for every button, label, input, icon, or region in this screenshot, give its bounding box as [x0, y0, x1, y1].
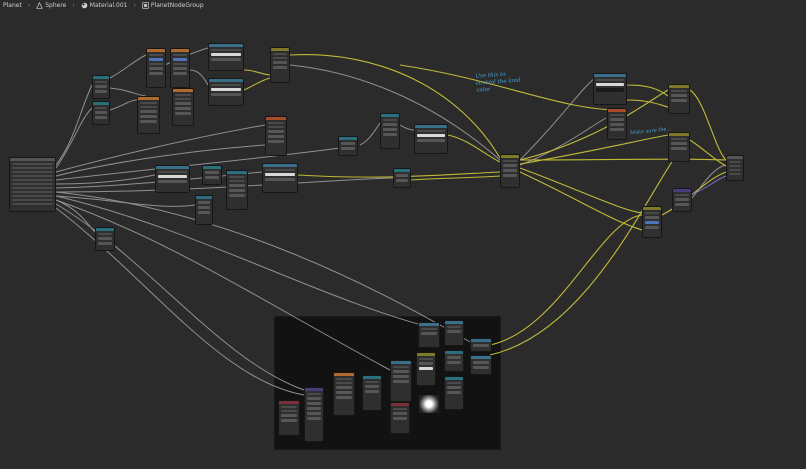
chevron-right-icon: ›	[27, 1, 31, 9]
color-ramp-node[interactable]	[593, 73, 627, 105]
texture-node[interactable]	[170, 48, 190, 88]
mix-node[interactable]	[470, 355, 492, 375]
texture-node[interactable]	[265, 116, 287, 156]
breadcrumb: Planet › Sphere › Material.001 › PlanetN…	[0, 0, 204, 10]
mix-node[interactable]	[270, 47, 290, 83]
math-node[interactable]	[92, 101, 110, 125]
texture-node[interactable]	[146, 48, 166, 88]
vector-node[interactable]	[304, 387, 324, 442]
vector-node[interactable]	[672, 188, 692, 212]
nodegroup-icon	[142, 1, 149, 9]
chevron-right-icon: ›	[133, 1, 136, 9]
color-ramp-node[interactable]	[414, 124, 448, 154]
mix-node[interactable]	[642, 206, 662, 238]
mix-node[interactable]	[500, 154, 520, 188]
texture-node[interactable]	[333, 372, 355, 416]
color-ramp-node[interactable]	[208, 78, 244, 106]
texture-node[interactable]	[607, 108, 627, 140]
chevron-right-icon: ›	[72, 1, 75, 9]
mix-node[interactable]	[668, 84, 690, 114]
math-node[interactable]	[92, 75, 110, 99]
color-ramp-node[interactable]	[418, 322, 440, 348]
breadcrumb-label: Material.001	[89, 1, 128, 9]
breadcrumb-label: Planet	[3, 1, 22, 9]
texture-preview-image	[419, 395, 439, 413]
texture-node[interactable]	[226, 170, 248, 210]
mix-node[interactable]	[470, 338, 492, 352]
breadcrumb-label: PlanetNodeGroup	[150, 1, 204, 9]
annotation-note: Use this to control the land color	[475, 71, 521, 94]
math-node[interactable]	[444, 350, 464, 372]
math-node[interactable]	[338, 136, 358, 156]
breadcrumb-item-material[interactable]: Material.001	[81, 2, 128, 9]
mesh-icon	[36, 1, 44, 9]
breadcrumb-label: Sphere	[45, 1, 67, 9]
math-node[interactable]	[95, 227, 115, 251]
breadcrumb-item-mesh[interactable]: Sphere	[36, 1, 67, 9]
texture-node[interactable]	[137, 96, 160, 134]
color-ramp-node[interactable]	[155, 165, 190, 193]
group-output-node[interactable]	[726, 155, 744, 181]
material-icon	[81, 2, 88, 8]
group-input-node[interactable]	[9, 157, 56, 212]
texture-node[interactable]	[172, 88, 194, 126]
color-ramp-node[interactable]	[208, 43, 244, 71]
math-node[interactable]	[444, 376, 464, 410]
breadcrumb-item-nodegroup[interactable]: PlanetNodeGroup	[142, 2, 204, 9]
mix-node[interactable]	[416, 352, 436, 386]
mix-node[interactable]	[390, 360, 412, 402]
breadcrumb-item-object[interactable]: Planet	[3, 2, 22, 9]
mix-node[interactable]	[668, 132, 690, 162]
texture-node[interactable]	[278, 400, 300, 436]
color-ramp-node[interactable]	[444, 320, 464, 346]
color-ramp-node[interactable]	[262, 163, 298, 193]
math-node[interactable]	[380, 113, 400, 149]
math-node[interactable]	[362, 375, 382, 411]
math-node[interactable]	[195, 195, 213, 225]
math-node[interactable]	[393, 168, 411, 188]
math-node[interactable]	[202, 165, 222, 185]
texture-node[interactable]	[390, 402, 410, 434]
